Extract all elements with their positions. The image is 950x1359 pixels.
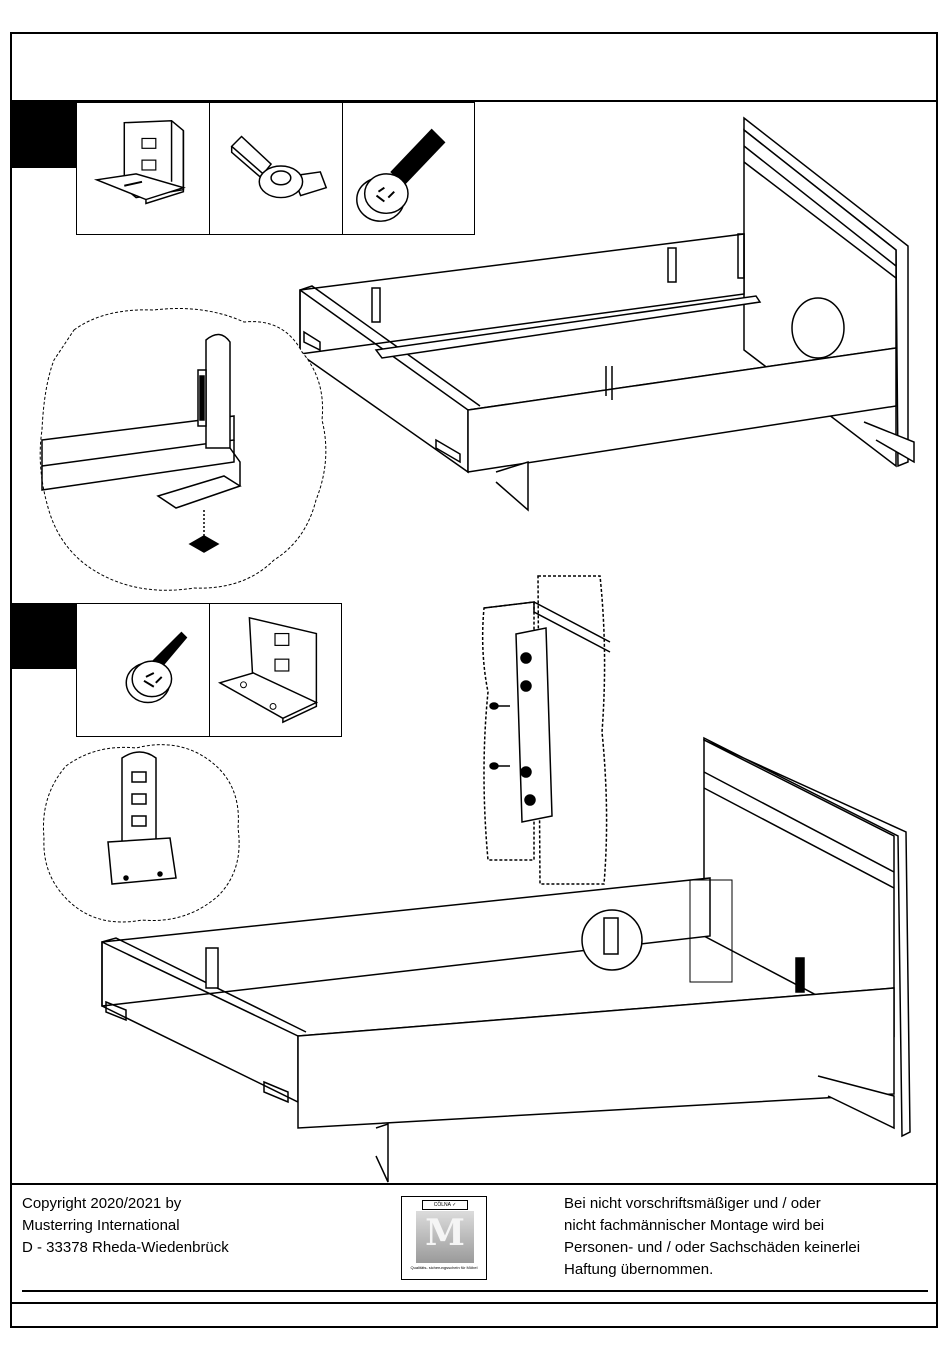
footer-rule bbox=[22, 1290, 928, 1292]
copyright-text: Copyright 2020/2021 by Musterring Intern… bbox=[22, 1193, 322, 1259]
step-2-bed-illustration bbox=[98, 736, 918, 1186]
logo-top-label: CÖLNA ✓ bbox=[422, 1200, 468, 1210]
screw-icon bbox=[77, 604, 209, 736]
bottom-divider bbox=[10, 1302, 938, 1304]
slot-bracket-part bbox=[209, 603, 342, 737]
step-2-marker bbox=[12, 603, 76, 669]
step-1-bed-illustration bbox=[296, 110, 920, 520]
step-1-marker bbox=[12, 102, 76, 168]
logo-caption: Qualitäts- sicherungsschein für Möbel bbox=[408, 1265, 480, 1270]
quality-seal-logo: CÖLNA ✓ M Qualitäts- sicherungsschein fü… bbox=[401, 1196, 487, 1280]
corner-bracket-icon bbox=[77, 103, 209, 234]
corner-bracket-part bbox=[76, 102, 210, 235]
liability-disclaimer: Bei nicht vorschriftsmäßiger und / oder … bbox=[564, 1193, 934, 1281]
screw-part bbox=[76, 603, 210, 737]
step-1-detail-bubble bbox=[34, 300, 334, 598]
logo-letter: M bbox=[416, 1213, 474, 1253]
slot-bracket-icon bbox=[210, 604, 341, 736]
logo-image: M bbox=[416, 1211, 474, 1263]
